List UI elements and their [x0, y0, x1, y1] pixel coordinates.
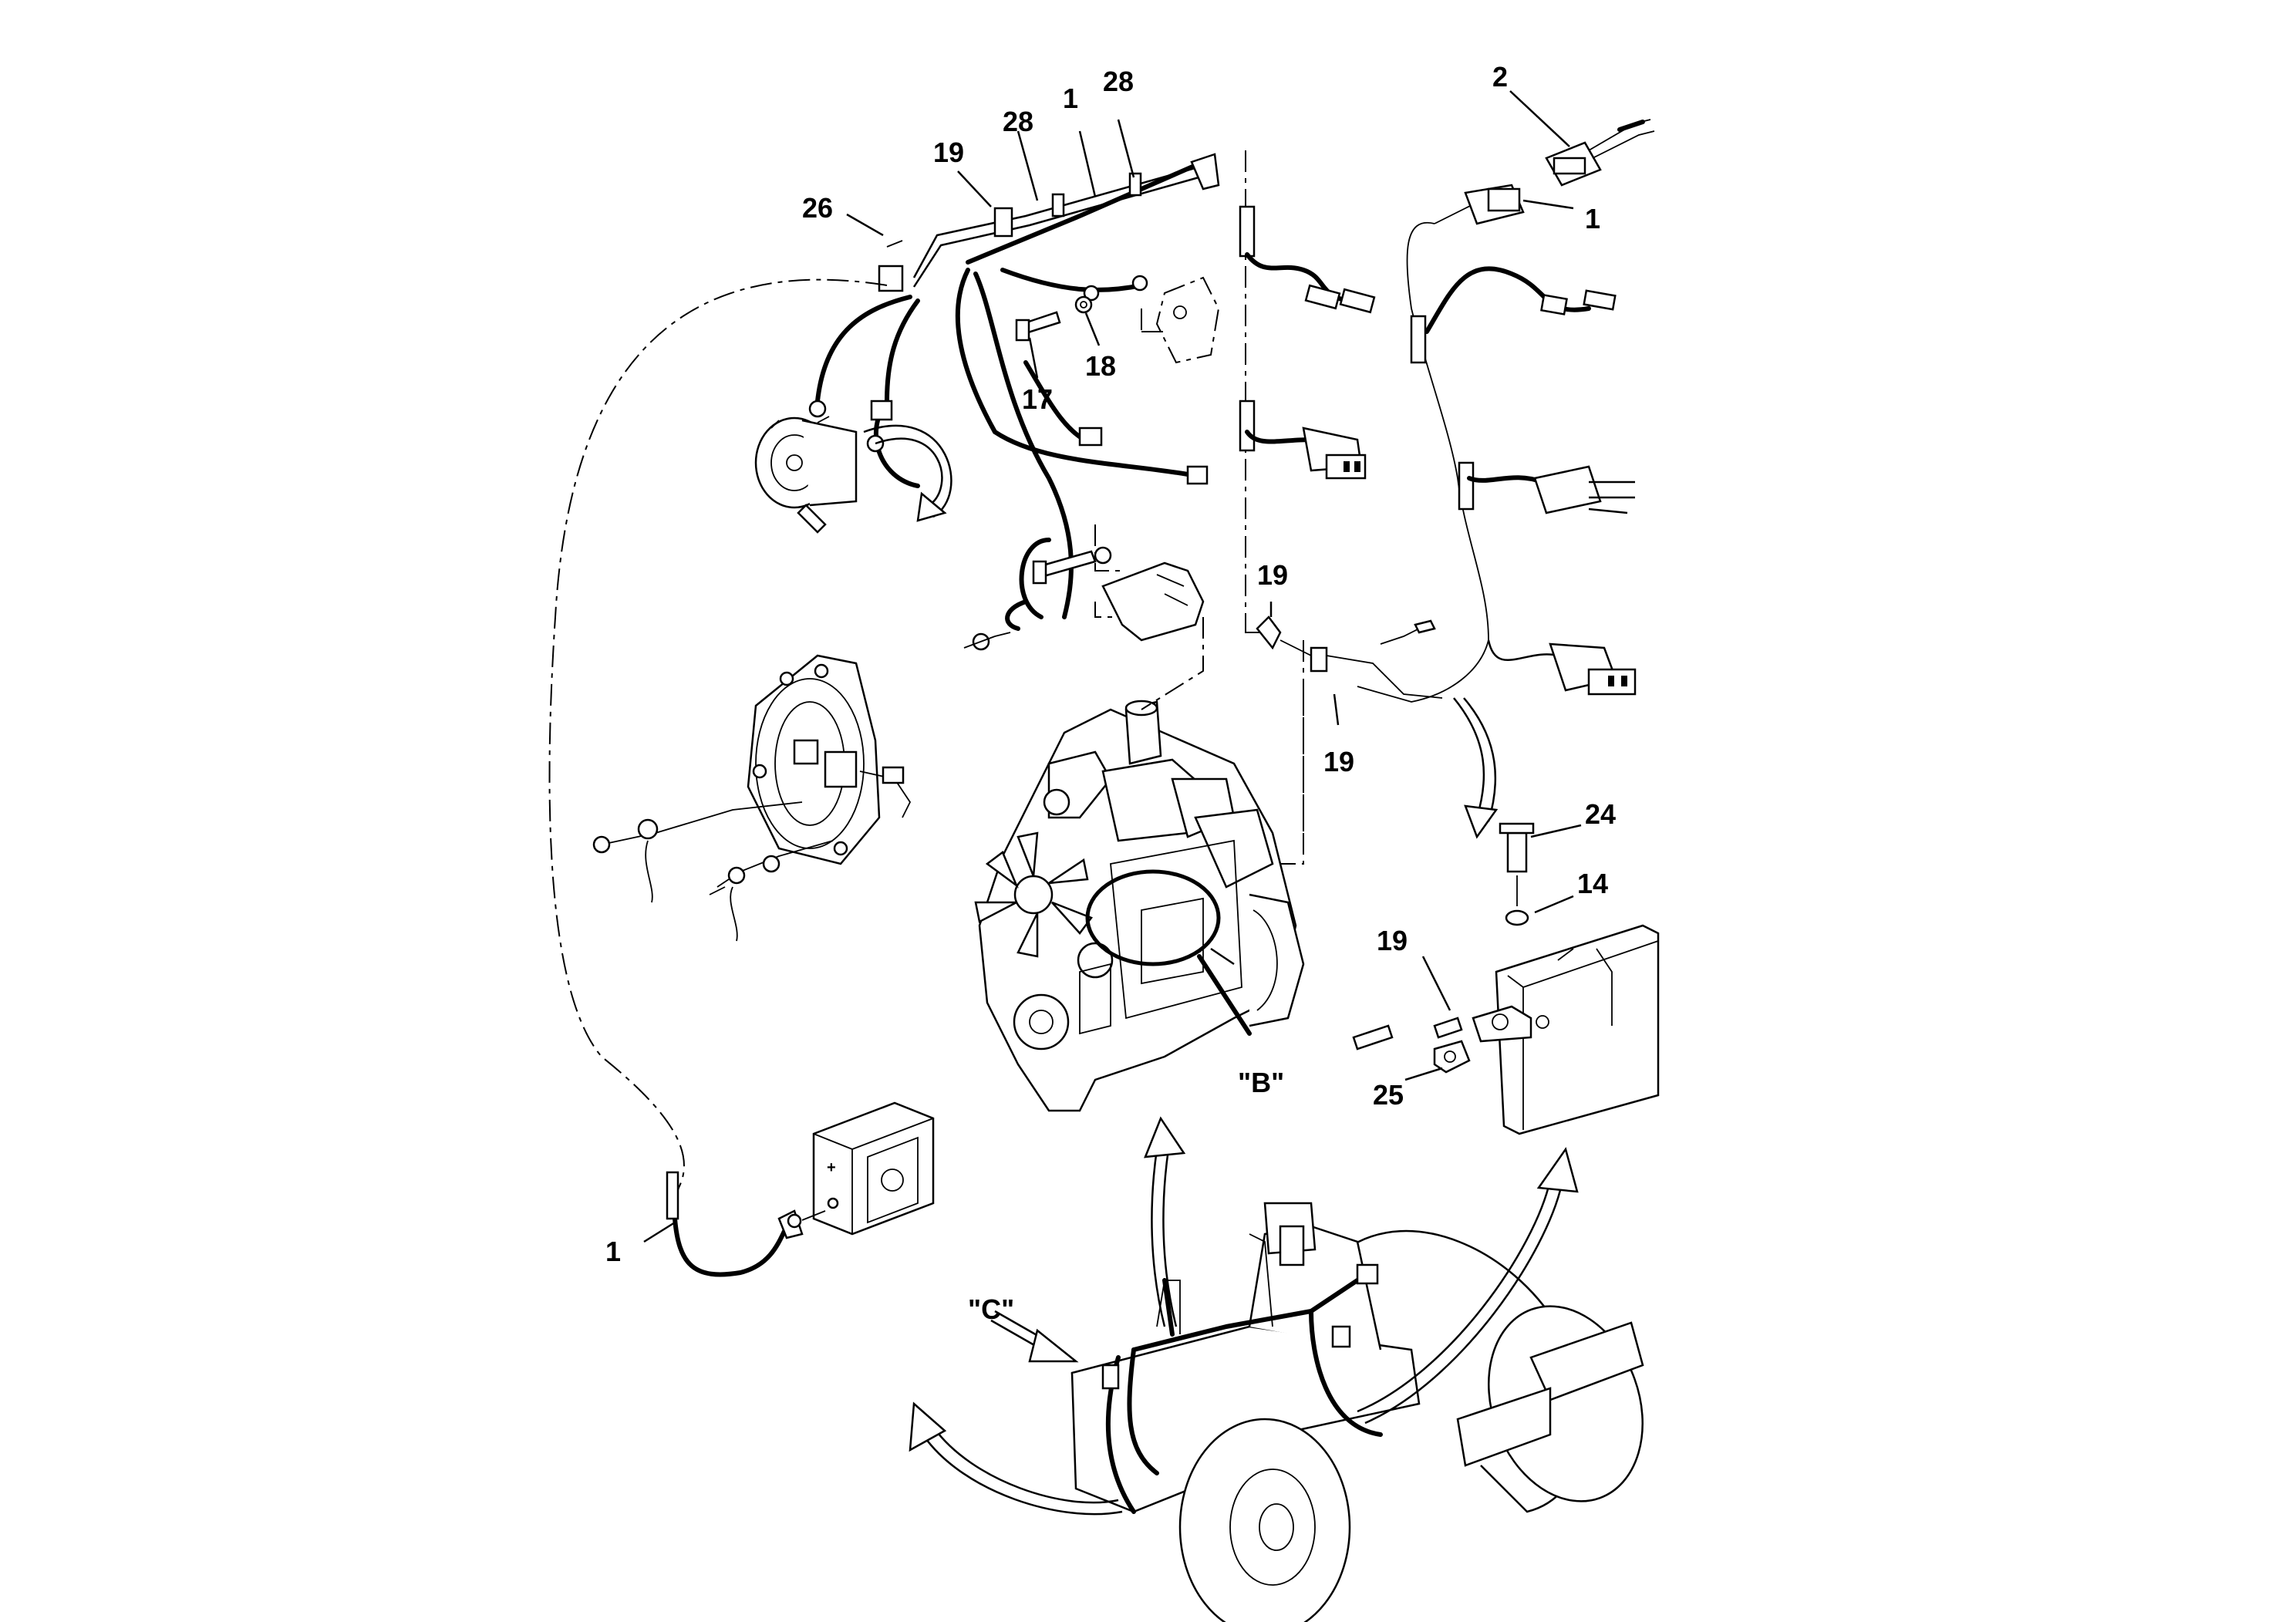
callout-19: 19 — [1377, 925, 1408, 956]
alternator — [592, 654, 912, 942]
far-right-harness — [1246, 119, 1655, 703]
starter-motor — [754, 416, 858, 534]
main-wiring-harness — [808, 153, 1220, 619]
leader-lines — [643, 90, 1582, 1243]
callout-b: "B" — [1238, 1067, 1284, 1098]
callout-c: "C" — [968, 1293, 1014, 1325]
fan — [974, 831, 1093, 958]
callout-28: 28 — [1003, 106, 1033, 137]
callout-24: 24 — [1585, 798, 1616, 830]
mounting-bracket-detail — [1352, 822, 1660, 1135]
arrow-to-engine — [1144, 1116, 1186, 1327]
callout-28: 28 — [1103, 66, 1134, 97]
callout-19: 19 — [1323, 746, 1354, 777]
callout-14: 14 — [1577, 868, 1608, 899]
callout-1: 1 — [1585, 203, 1600, 234]
compactor-roller — [1070, 1202, 1644, 1622]
alternator-wiring — [963, 524, 1205, 651]
svg-text:+: + — [827, 1159, 836, 1176]
engine — [974, 617, 1305, 1112]
callout-1: 1 — [1063, 83, 1078, 114]
battery-cable — [666, 1171, 826, 1277]
arrow-to-bracket — [1357, 1147, 1579, 1425]
callout-2: 2 — [1492, 61, 1508, 93]
callout-26: 26 — [802, 192, 833, 224]
callout-labels: 2 28 28 1 1 19 26 18 17 19 19 24 14 19 2… — [605, 61, 1616, 1325]
arrow-to-battery — [909, 1401, 1123, 1516]
callout-19: 19 — [933, 137, 964, 168]
callout-1: 1 — [605, 1236, 621, 1267]
callout-25: 25 — [1373, 1079, 1404, 1111]
battery: + — [812, 1101, 935, 1236]
callout-17: 17 — [1022, 383, 1053, 415]
callout-18: 18 — [1085, 350, 1116, 382]
callout-19: 19 — [1257, 559, 1288, 591]
detail-b-circle — [1085, 869, 1221, 966]
flywheel-cover — [1141, 276, 1220, 364]
